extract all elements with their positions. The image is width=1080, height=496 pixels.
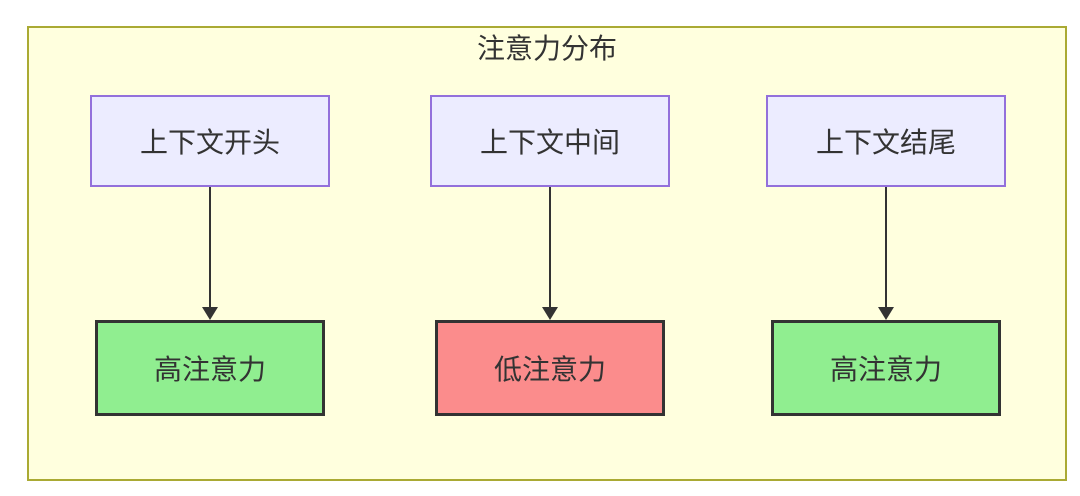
attention-distribution-cluster: 注意力分布 上下文开头 高注意力 上下文中间 低注意力 上下文结尾 高注意力 [27, 26, 1067, 481]
source-node-context-begin: 上下文开头 [90, 95, 330, 187]
down-arrow [202, 187, 218, 320]
source-node-context-middle: 上下文中间 [430, 95, 670, 187]
cluster-title: 注意力分布 [476, 33, 617, 64]
result-node-middle: 低注意力 [435, 320, 665, 416]
arrow-line [209, 187, 211, 308]
result-node-begin: 高注意力 [95, 320, 325, 416]
arrow-line [549, 187, 551, 308]
arrow-head-icon [202, 307, 218, 320]
arrow-head-icon [878, 307, 894, 320]
flow-column-middle: 上下文中间 低注意力 [430, 95, 670, 416]
arrow-line [885, 187, 887, 308]
flow-column-end: 上下文结尾 高注意力 [766, 95, 1006, 416]
result-node-end: 高注意力 [771, 320, 1001, 416]
arrow-head-icon [542, 307, 558, 320]
source-node-context-end: 上下文结尾 [766, 95, 1006, 187]
flow-column-begin: 上下文开头 高注意力 [90, 95, 330, 416]
down-arrow [542, 187, 558, 320]
down-arrow [878, 187, 894, 320]
